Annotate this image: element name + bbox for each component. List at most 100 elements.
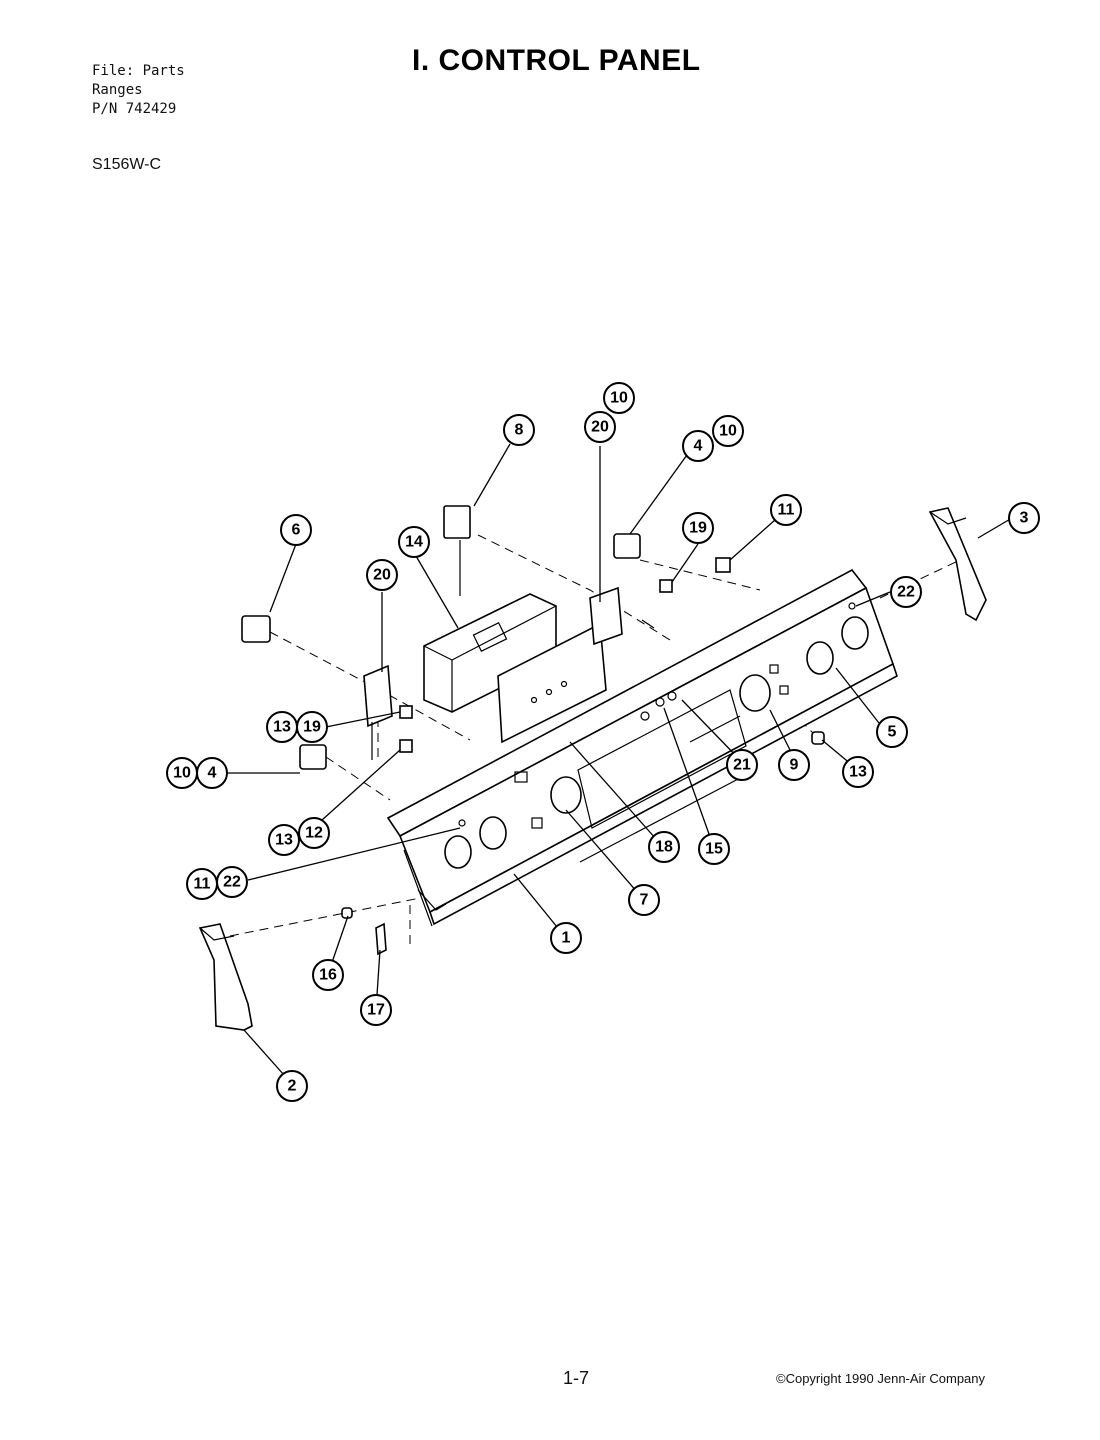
callout-label: 10 xyxy=(719,423,737,440)
callout-label: 19 xyxy=(689,520,707,537)
callout-circle xyxy=(726,749,758,781)
callout-c22-left: 22 xyxy=(216,866,248,898)
callout-circle xyxy=(1008,502,1040,534)
file-line: Ranges xyxy=(92,82,143,98)
callout-circle xyxy=(296,711,328,743)
callout-c20-top: 20 xyxy=(584,411,616,443)
callout-label: 18 xyxy=(655,839,673,856)
callout-label: 13 xyxy=(273,719,291,736)
callout-circle xyxy=(778,749,810,781)
callout-c21: 21 xyxy=(726,749,758,781)
callout-circle xyxy=(268,824,300,856)
callout-c1: 1 xyxy=(550,922,582,954)
end-cap-right xyxy=(928,507,987,622)
callout-circle xyxy=(842,756,874,788)
callout-c6: 6 xyxy=(280,514,312,546)
callout-label: 16 xyxy=(319,967,337,984)
callout-c15: 15 xyxy=(698,833,730,865)
callout-label: 4 xyxy=(694,438,703,455)
file-line: File: Parts xyxy=(92,63,185,79)
callout-c17: 17 xyxy=(360,994,392,1026)
callout-c20-left: 20 xyxy=(366,559,398,591)
callout-label: 7 xyxy=(640,892,649,909)
callout-circle xyxy=(360,994,392,1026)
callout-circle xyxy=(276,1070,308,1102)
callout-c18: 18 xyxy=(648,831,680,863)
callout-circle xyxy=(584,411,616,443)
callout-label: 4 xyxy=(208,765,217,782)
page-title: I. CONTROL PANEL xyxy=(412,44,701,77)
callout-circle xyxy=(196,757,228,789)
callout-label: 20 xyxy=(591,419,609,436)
callout-circle xyxy=(398,526,430,558)
callout-label: 14 xyxy=(405,534,423,551)
callout-c7: 7 xyxy=(628,884,660,916)
callout-circle xyxy=(628,884,660,916)
callout-circle xyxy=(550,922,582,954)
callout-label: 13 xyxy=(849,764,867,781)
callout-circle xyxy=(503,414,535,446)
callout-c10-mid: 10 xyxy=(712,415,744,447)
callout-c9: 9 xyxy=(778,749,810,781)
callout-label: 2 xyxy=(288,1078,297,1095)
callout-circle xyxy=(280,514,312,546)
timer-overlay xyxy=(497,622,607,744)
callout-label: 12 xyxy=(305,825,323,842)
callout-c13-left: 13 xyxy=(266,711,298,743)
callout-circle xyxy=(890,576,922,608)
callout-circle xyxy=(603,382,635,414)
callout-label: 15 xyxy=(705,841,723,858)
control-panel-body xyxy=(386,568,898,927)
copyright: ©Copyright 1990 Jenn-Air Company xyxy=(776,1371,986,1386)
model-number: S156W-C xyxy=(92,156,162,173)
callout-c11-left: 11 xyxy=(186,868,218,900)
callout-label: 22 xyxy=(223,874,241,891)
callout-c16: 16 xyxy=(312,959,344,991)
callout-circle xyxy=(682,512,714,544)
callout-c19-top: 19 xyxy=(682,512,714,544)
callout-circle xyxy=(770,494,802,526)
callout-label: 22 xyxy=(897,584,915,601)
callout-label: 9 xyxy=(790,757,799,774)
callout-circle xyxy=(366,559,398,591)
callout-label: 11 xyxy=(778,502,795,519)
callout-c10-top: 10 xyxy=(603,382,635,414)
callout-c13-lower: 13 xyxy=(268,824,300,856)
callout-label: 1 xyxy=(562,930,571,947)
callout-label: 8 xyxy=(515,422,524,439)
callout-c12: 12 xyxy=(298,817,330,849)
callout-label: 10 xyxy=(173,765,191,782)
callout-label: 6 xyxy=(292,522,301,539)
callout-c19-left: 19 xyxy=(296,711,328,743)
callout-circle xyxy=(682,430,714,462)
callout-c5: 5 xyxy=(876,716,908,748)
callout-c22-right: 22 xyxy=(890,576,922,608)
callout-c13-right: 13 xyxy=(842,756,874,788)
callout-label: 17 xyxy=(367,1002,385,1019)
callout-label: 19 xyxy=(303,719,321,736)
callout-circle xyxy=(216,866,248,898)
callout-c10-left: 10 xyxy=(166,757,198,789)
callout-label: 20 xyxy=(373,567,391,584)
callout-c14: 14 xyxy=(398,526,430,558)
callout-label: 11 xyxy=(194,876,211,893)
callout-c4-top: 4 xyxy=(682,430,714,462)
callout-label: 21 xyxy=(733,757,751,774)
callout-circle xyxy=(876,716,908,748)
page-number: 1-7 xyxy=(563,1368,590,1388)
callout-c4-left: 4 xyxy=(196,757,228,789)
callout-label: 5 xyxy=(888,724,897,741)
end-cap-left xyxy=(198,923,253,1031)
callout-c8: 8 xyxy=(503,414,535,446)
callout-c2: 2 xyxy=(276,1070,308,1102)
callout-circle xyxy=(648,831,680,863)
callout-label: 3 xyxy=(1020,510,1029,527)
callout-c11-top: 11 xyxy=(770,494,802,526)
callout-circle xyxy=(712,415,744,447)
file-info: File: Parts Ranges P/N 742429 xyxy=(92,62,185,119)
callout-label: 13 xyxy=(275,832,293,849)
small-parts xyxy=(241,505,825,956)
callout-circle xyxy=(298,817,330,849)
